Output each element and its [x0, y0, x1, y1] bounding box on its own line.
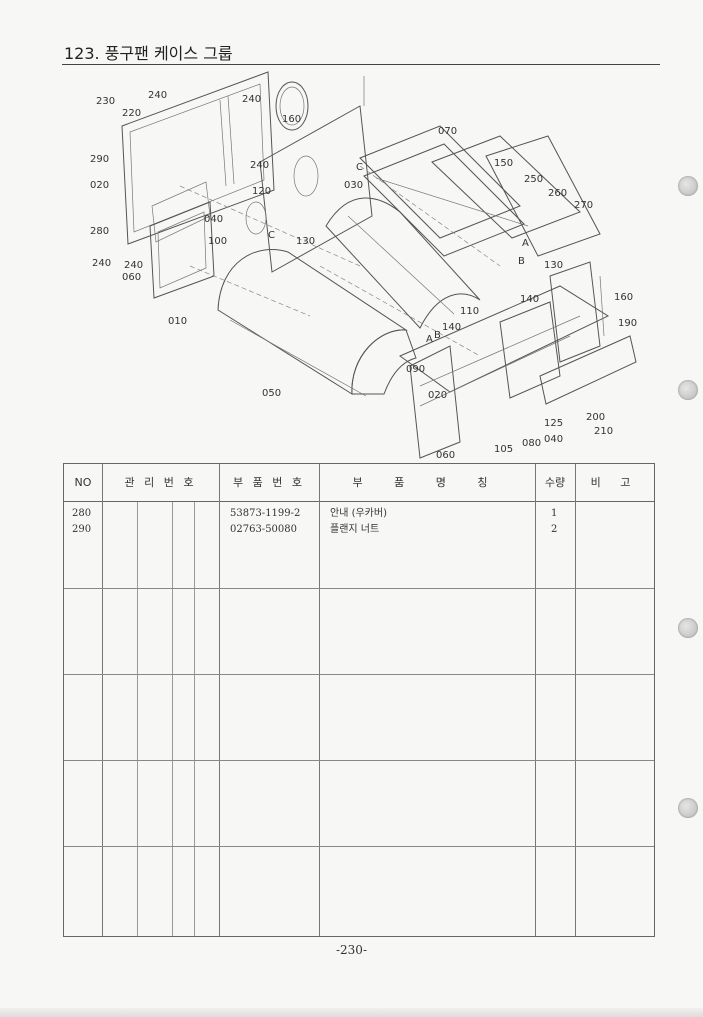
right-frame	[549, 261, 605, 363]
title-underline	[62, 64, 660, 65]
callout-label: 260	[548, 188, 567, 199]
callout-label: 160	[614, 292, 633, 303]
callout-label: 130	[544, 260, 563, 271]
table-cell-part-no: 53873-1199-2	[230, 508, 301, 519]
header-remarks: 비 고	[590, 476, 639, 489]
callout-label: 280	[90, 226, 109, 237]
callout-label: 220	[122, 108, 141, 119]
callout-label: 090	[406, 364, 425, 375]
header-management-no: 관 리 번 호	[124, 476, 197, 489]
row-divider	[64, 588, 654, 589]
upper-covers	[359, 125, 601, 257]
callout-label: 250	[524, 174, 543, 185]
header-part-name: 부 품 명 칭	[352, 476, 502, 489]
callout-label: 030	[344, 180, 363, 191]
callout-label: 240	[148, 90, 167, 101]
row-divider	[64, 760, 654, 761]
callout-label: 040	[204, 214, 223, 225]
callout-label: 240	[242, 94, 261, 105]
callout-label: B	[434, 330, 441, 341]
callout-label: 150	[494, 158, 513, 169]
callout-label: 210	[594, 426, 613, 437]
column-divider	[319, 464, 320, 936]
column-divider	[137, 502, 138, 936]
page-number: -230-	[335, 943, 367, 957]
header-no: NO	[74, 476, 92, 489]
header-part-no: 부 품 번 호	[233, 476, 305, 489]
binder-hole	[678, 618, 698, 638]
callout-label: A	[426, 334, 433, 345]
callout-label: 050	[262, 388, 281, 399]
binder-hole	[678, 798, 698, 818]
callout-label: 010	[168, 316, 187, 327]
callout-label: 070	[438, 126, 457, 137]
table-cell-no: 280	[72, 508, 92, 519]
callout-label: 200	[586, 412, 605, 423]
callout-label: B	[518, 256, 525, 267]
callout-label: 240	[124, 260, 143, 271]
drum-cover	[217, 248, 417, 397]
scan-edge	[0, 1008, 703, 1017]
table-cell-quantity: 1	[551, 508, 558, 519]
callout-label: 160	[282, 114, 301, 125]
table-cell-quantity: 2	[551, 524, 558, 535]
callout-label: 240	[250, 160, 269, 171]
table-cell-no: 290	[72, 524, 92, 535]
table-cell-part-no: 02763-50080	[230, 524, 298, 535]
callout-label: 020	[428, 390, 447, 401]
middle-hood	[325, 197, 481, 329]
header-quantity: 수량	[544, 476, 566, 489]
callout-label: 080	[522, 438, 541, 449]
table-cell-part-name: 안내 (우카버)	[330, 508, 387, 519]
callout-label: 110	[460, 306, 479, 317]
binder-hole	[678, 380, 698, 400]
callout-label: 060	[122, 272, 141, 283]
callout-label: A	[522, 238, 529, 249]
back-plate	[245, 105, 373, 273]
callout-label: 040	[544, 434, 563, 445]
callout-label: 270	[574, 200, 593, 211]
callout-label: 105	[494, 444, 513, 455]
page-title: 123. 풍구팬 케이스 그룹	[64, 44, 233, 63]
row-divider	[64, 674, 654, 675]
callout-label: C	[268, 230, 275, 241]
binder-hole	[678, 176, 698, 196]
column-divider	[102, 464, 103, 936]
callout-label: C	[356, 162, 363, 173]
column-divider	[575, 464, 576, 936]
callout-label: 190	[618, 318, 637, 329]
row-divider	[64, 846, 654, 847]
parts-table: NO 관 리 번 호 부 품 번 호 부 품 명 칭 수량 비 고 280 53…	[63, 463, 655, 937]
table-header-row: NO 관 리 번 호 부 품 번 호 부 품 명 칭 수량 비 고	[64, 464, 654, 502]
column-divider	[172, 502, 173, 936]
callout-label: 100	[208, 236, 227, 247]
callout-label: 230	[96, 96, 115, 107]
lower-frame	[398, 285, 637, 459]
callout-label: 120	[252, 186, 271, 197]
column-divider	[219, 464, 220, 936]
exploded-parts-diagram: 230 220 240 240 160 290 020 280 240 240 …	[60, 66, 670, 462]
callout-label: 130	[296, 236, 315, 247]
callout-label: 140	[520, 294, 539, 305]
side-frame-panel	[121, 71, 275, 245]
callout-label: 290	[90, 154, 109, 165]
callout-label: 060	[436, 450, 455, 461]
column-divider	[194, 502, 195, 936]
column-divider	[535, 464, 536, 936]
callout-label: 020	[90, 180, 109, 191]
callout-label: 140	[442, 322, 461, 333]
callout-label: 125	[544, 418, 563, 429]
table-cell-part-name: 플랜지 너트	[330, 524, 380, 535]
callout-label: 240	[92, 258, 111, 269]
